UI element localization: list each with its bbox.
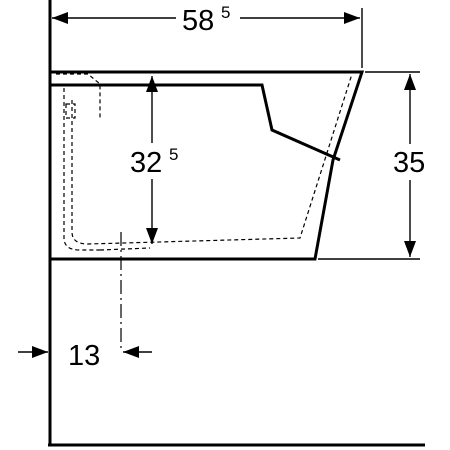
dim-inner-height-value: 32 <box>130 147 162 179</box>
wall-floor <box>48 0 425 447</box>
arrow-offset-right <box>123 346 139 358</box>
fixture-outline <box>50 70 365 261</box>
hidden-lines <box>56 73 353 251</box>
mask-height-label <box>392 144 432 180</box>
arrow-width-left <box>52 12 68 24</box>
dim-offset-value: 13 <box>68 340 100 372</box>
dim-inner-height-superscript: 5 <box>169 145 178 164</box>
hidden-base <box>99 247 151 251</box>
arrow-height-top <box>404 74 416 90</box>
dimension-inner-height: 32 5 <box>128 76 188 244</box>
rim-inner-line <box>271 129 336 159</box>
dim-width-value: 58 <box>182 5 214 37</box>
hidden-outer-left <box>63 88 100 251</box>
arrow-inner-top <box>146 76 158 92</box>
arrow-inner-bottom <box>146 228 158 244</box>
extension-lines <box>318 8 420 260</box>
arrow-offset-left <box>32 346 48 358</box>
hidden-top-left <box>56 73 101 120</box>
rim-edge <box>50 83 341 162</box>
dimension-height: 35 <box>392 74 432 257</box>
hidden-fitting <box>65 103 76 119</box>
dim-height-value: 35 <box>393 147 425 179</box>
arrow-height-bottom <box>404 241 416 257</box>
dimension-axis-offset: 13 <box>18 340 152 372</box>
arrow-width-right <box>344 12 360 24</box>
outer-contour <box>50 70 365 261</box>
dim-width-superscript: 5 <box>221 3 230 22</box>
dimension-width: 58 5 <box>52 2 360 37</box>
mask-width-label <box>176 2 240 34</box>
hidden-bowl <box>71 73 353 245</box>
mask-inner-label <box>128 143 188 179</box>
